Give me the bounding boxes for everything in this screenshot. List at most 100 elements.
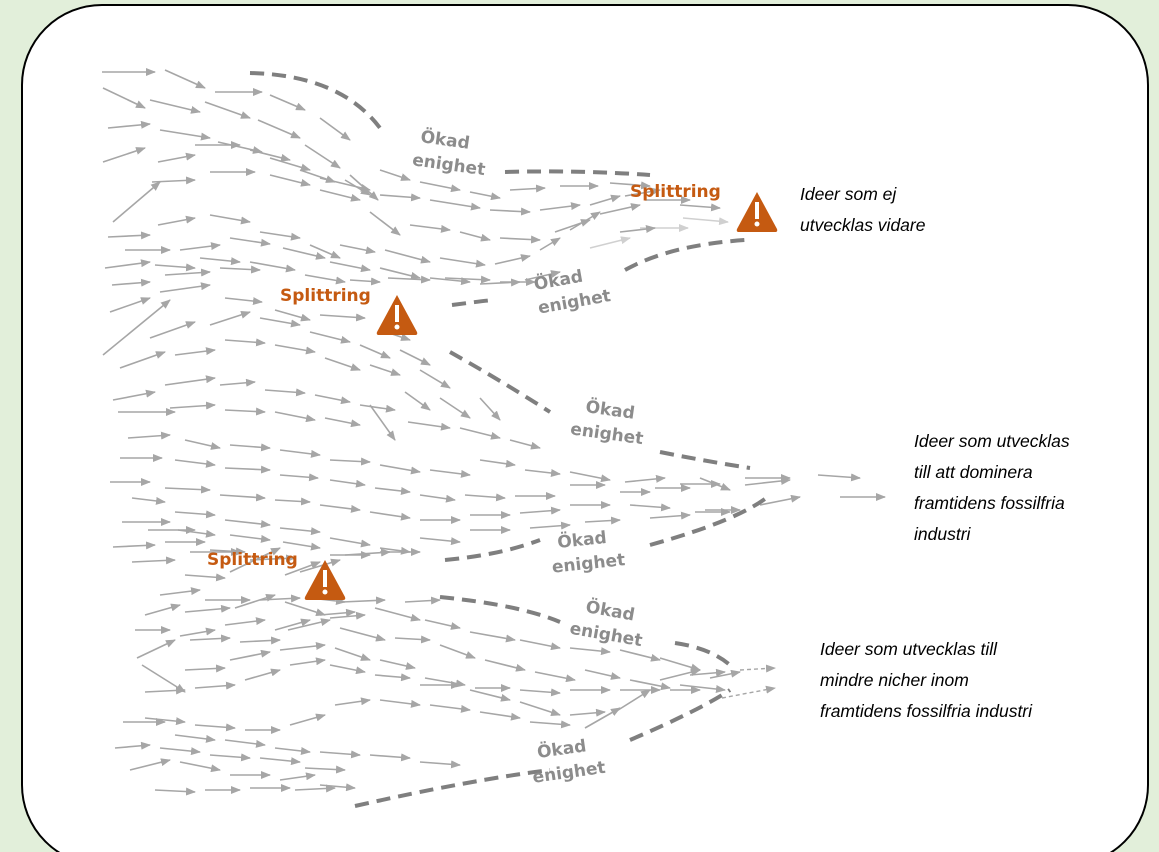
- flow-arrow: [149, 321, 196, 339]
- flow-arrow: [151, 176, 196, 185]
- flow-arrow: [184, 664, 226, 673]
- flow-arrow: [164, 69, 206, 89]
- flow-arrow: [624, 474, 666, 483]
- flow-arrow: [369, 211, 401, 236]
- flow-arrow: [179, 627, 216, 637]
- flow-arrow: [624, 187, 661, 197]
- flow-arrow: [229, 534, 271, 543]
- flow-arrow: [239, 636, 281, 645]
- flow-arrow: [189, 634, 231, 643]
- flow-arrow: [744, 477, 791, 486]
- flow-arrow: [224, 297, 263, 306]
- flow-arrow: [569, 647, 611, 656]
- flow-arrow: [229, 649, 271, 661]
- flow-arrow: [136, 639, 176, 659]
- flow-arrow: [174, 347, 216, 356]
- flow-arrow: [339, 627, 386, 642]
- flow-arrow: [419, 369, 451, 389]
- flow-arrow: [444, 275, 491, 284]
- boundary-mid-lower2: [444, 538, 541, 562]
- flow-arrow: [282, 541, 321, 551]
- flow-arrow: [629, 679, 671, 691]
- flow-arrow: [539, 237, 561, 251]
- flow-arrow: [102, 87, 146, 109]
- flow-arrow: [519, 639, 561, 651]
- flow-arrow: [112, 181, 161, 223]
- flow-arrow: [659, 668, 701, 681]
- flow-arrow: [439, 257, 486, 268]
- flow-arrow: [494, 254, 531, 265]
- flow-arrow: [409, 224, 451, 233]
- flow-arrow: [144, 686, 186, 695]
- flow-arrow: [469, 631, 516, 643]
- flow-arrow: [282, 247, 326, 260]
- flow-arrow: [264, 388, 306, 397]
- flow-arrow: [274, 344, 316, 355]
- flow-arrow: [339, 244, 376, 255]
- flow-arrow: [289, 657, 326, 666]
- flow-arrow: [274, 309, 311, 322]
- flow-arrow: [309, 244, 341, 259]
- flow-arrow: [314, 394, 351, 405]
- flow-arrow: [259, 317, 301, 328]
- flow-arrow: [599, 203, 641, 215]
- flow-arrow: [209, 310, 251, 326]
- flow-arrow: [319, 608, 356, 617]
- flow-arrow: [107, 231, 151, 240]
- flow-arrow: [429, 277, 471, 286]
- flow-arrow: [609, 181, 651, 190]
- flow-arrow: [304, 765, 346, 774]
- flow-arrow: [319, 117, 351, 141]
- boundary-mid-right: [659, 450, 751, 470]
- boundary-right-upper: [624, 238, 746, 272]
- flow-arrow: [424, 619, 461, 630]
- flow-arrow: [659, 657, 701, 672]
- flow-arrow: [164, 485, 211, 494]
- flow-arrow: [619, 649, 661, 662]
- flow-arrow: [329, 261, 371, 273]
- flow-arrow: [329, 664, 366, 675]
- flow-arrow: [154, 787, 196, 796]
- svg-text:Ideer som utvecklas till: Ideer som utvecklas till: [820, 639, 998, 659]
- svg-text:till att dominera: till att dominera: [914, 462, 1033, 482]
- flow-arrow: [287, 618, 331, 631]
- diagram-panel: [21, 4, 1149, 852]
- flow-arrow: [131, 496, 166, 505]
- flow-arrow: [102, 299, 171, 356]
- flow-arrow: [319, 504, 361, 513]
- flow-arrow: [344, 179, 371, 196]
- flow-arrow: [379, 193, 421, 202]
- boundary-mid-upper: [449, 350, 552, 414]
- flow-arrow: [127, 431, 171, 440]
- flow-arrow: [407, 421, 451, 431]
- flow-arrow: [194, 723, 236, 732]
- flow-arrow: [479, 397, 501, 421]
- flow-arrow: [374, 487, 411, 495]
- flow-arrow: [329, 537, 371, 548]
- svg-text:framtidens fossilfria: framtidens fossilfria: [914, 493, 1065, 513]
- flow-arrow: [359, 344, 391, 359]
- svg-text:mindre nicher inom: mindre nicher inom: [820, 670, 969, 690]
- flow-arrow: [429, 199, 481, 211]
- flow-arrow: [419, 760, 461, 769]
- flow-arrow: [159, 587, 201, 596]
- flow-arrow: [199, 257, 241, 266]
- flow-arrow: [394, 635, 431, 644]
- flow-arrow: [379, 659, 416, 670]
- svg-text:industri: industri: [914, 524, 972, 544]
- outcome-dominant: Ideer som utvecklas till att dominera fr…: [914, 431, 1070, 544]
- flow-arrow: [519, 506, 561, 515]
- flow-arrow: [104, 259, 151, 269]
- flow-arrow: [157, 215, 196, 226]
- flow-arrow: [179, 761, 221, 773]
- flow-arrow: [269, 94, 306, 111]
- flow-arrow: [131, 556, 176, 565]
- flow-arrow: [419, 494, 456, 503]
- flow-arrow: [244, 668, 281, 681]
- flow-arrow: [374, 673, 411, 682]
- flow-arrow: [304, 144, 341, 169]
- flow-arrow: [344, 548, 391, 557]
- flow-arrow: [279, 473, 319, 482]
- flow-arrow: [249, 149, 291, 162]
- svg-text:utvecklas vidare: utvecklas vidare: [800, 215, 926, 235]
